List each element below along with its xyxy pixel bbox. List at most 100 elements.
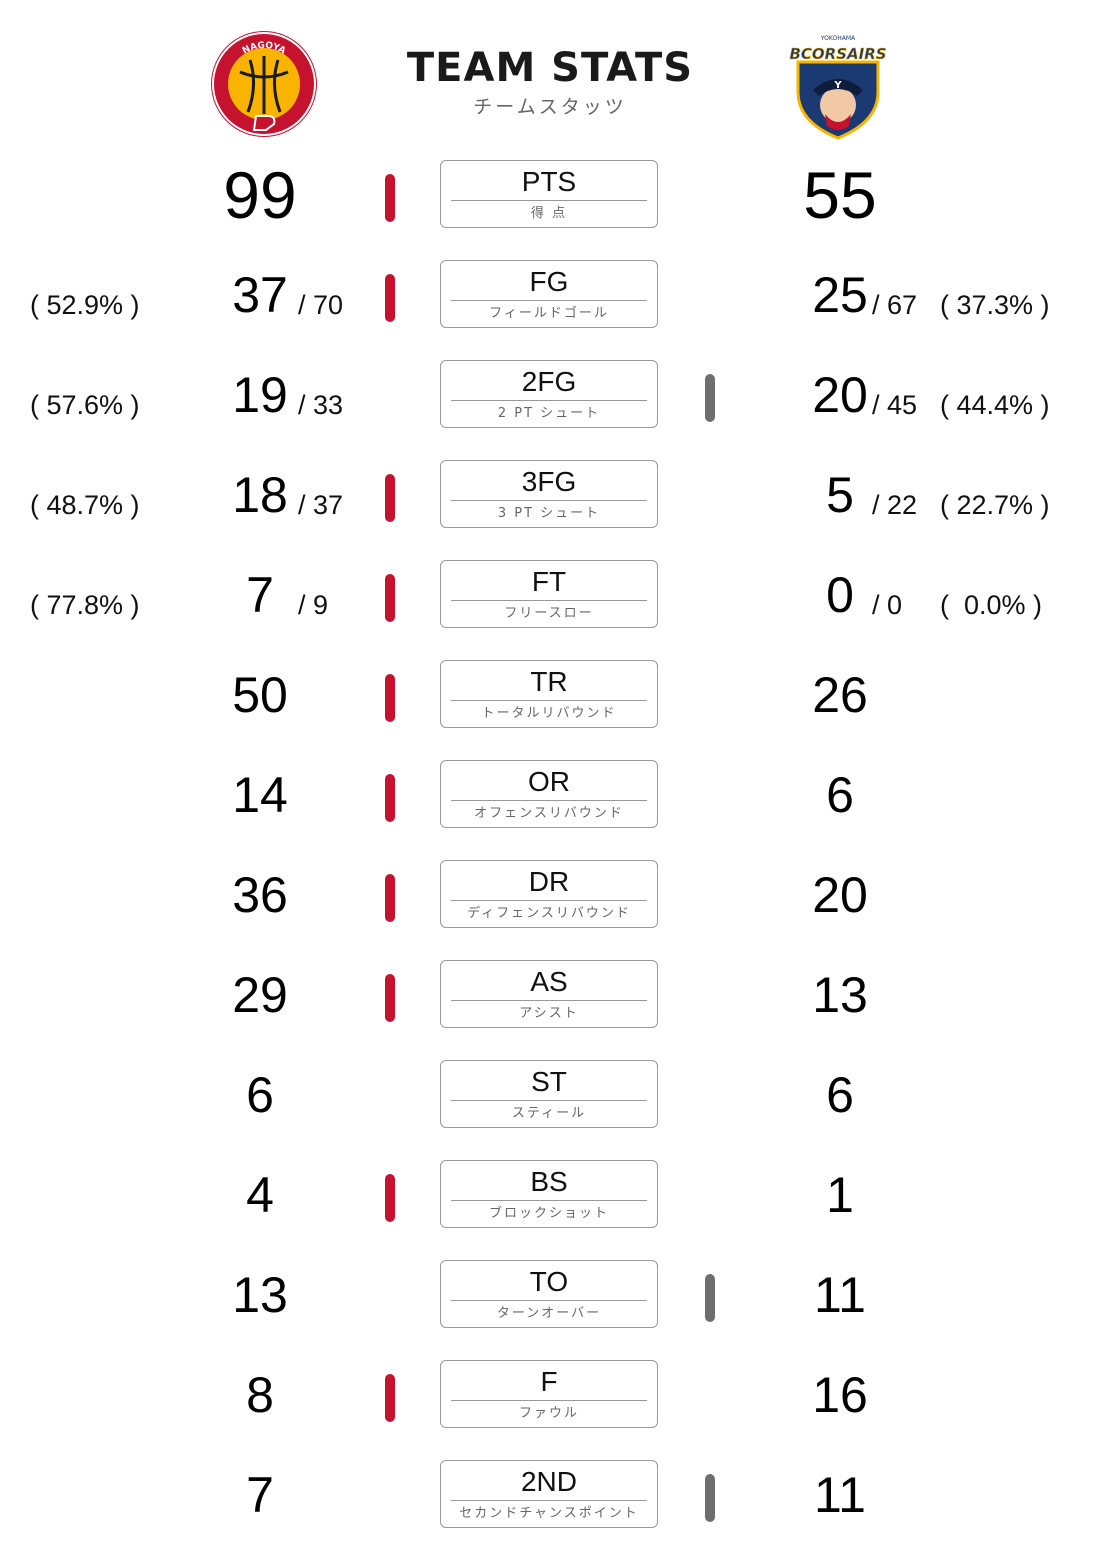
stat-row-pts: 99 PTS 得 点 55: [0, 160, 1100, 260]
label-divider: [451, 500, 647, 501]
stat-row-or: 14 OR オフェンスリバウンド 6: [0, 760, 1100, 860]
home-percentage: ( 52.9% ): [30, 290, 140, 320]
stat-row-tr: 50 TR トータルリバウンド 26: [0, 660, 1100, 760]
label-divider: [451, 200, 647, 201]
away-value: 20: [812, 367, 868, 423]
stat-label-jp: 得 点: [530, 206, 568, 221]
stat-label-jp: セカンドチャンスポイント: [459, 1506, 639, 1521]
label-divider: [451, 400, 647, 401]
stat-label-jp: 3 PT シュート: [497, 506, 601, 521]
stat-label-jp: 2 PT シュート: [497, 406, 601, 421]
nagoya-diamond-dolphins-logo-icon: NAGOYA: [211, 31, 317, 137]
stat-label: BS: [530, 1166, 568, 1197]
away-percentage: ( 44.4% ): [940, 390, 1050, 420]
away-logo-y-text: Y: [833, 80, 842, 91]
home-attempts: / 33: [298, 390, 344, 420]
away-attempts: / 45: [872, 390, 918, 420]
yokohama-b-corsairs-logo-icon: Y BCORSAIRS YOKOHAMA: [789, 35, 887, 140]
stat-label: DR: [528, 866, 570, 897]
home-attempts: / 9: [298, 590, 329, 620]
label-divider: [451, 1400, 647, 1401]
home-attempts: / 70: [298, 290, 344, 320]
home-logo-top-text: NAGOYA: [241, 41, 287, 57]
stat-label-box: TO ターンオーバー: [440, 1260, 658, 1328]
home-leader-bar: [385, 274, 395, 322]
away-leader-bar: [705, 374, 715, 422]
stat-label-jp: ディフェンスリバウンド: [467, 906, 631, 921]
label-divider: [451, 1000, 647, 1001]
away-value: 5: [826, 467, 854, 523]
stat-label-box: TR トータルリバウンド: [440, 660, 658, 728]
label-divider: [451, 1300, 647, 1301]
stat-label: PTS: [521, 166, 577, 197]
stat-label-box: DR ディフェンスリバウンド: [440, 860, 658, 928]
label-divider: [451, 1200, 647, 1201]
home-leader-bar: [385, 974, 395, 1022]
label-divider: [451, 300, 647, 301]
stat-label: OR: [528, 766, 570, 797]
stat-row-ft: ( 77.8% ) 7 / 9 FT フリースロー 0 / 0 ( 0.0% ): [0, 560, 1100, 660]
home-leader-bar: [385, 674, 395, 722]
label-divider: [451, 700, 647, 701]
away-percentage: ( 22.7% ): [940, 490, 1050, 520]
away-percentage: ( 0.0% ): [940, 590, 1043, 620]
stat-row-as: 29 AS アシスト 13: [0, 960, 1100, 1060]
page-title: TEAM STATS: [406, 45, 694, 91]
home-value: 7: [246, 1467, 274, 1523]
stat-label: 2ND: [520, 1466, 577, 1497]
home-percentage: ( 77.8% ): [30, 590, 140, 620]
stat-label-box: ST スティール: [440, 1060, 658, 1128]
stat-label-jp: スティール: [511, 1106, 587, 1121]
stat-label: ST: [531, 1066, 567, 1097]
away-value: 0: [826, 567, 854, 623]
home-attempts: / 37: [298, 490, 344, 520]
label-divider: [451, 1500, 647, 1501]
stat-label-jp: ファウル: [518, 1406, 579, 1421]
away-value: 1: [826, 1167, 854, 1223]
stat-label-box: OR オフェンスリバウンド: [440, 760, 658, 828]
stat-label: FT: [531, 566, 567, 597]
away-value: 25: [812, 267, 868, 323]
label-divider: [451, 800, 647, 801]
away-value: 16: [812, 1367, 868, 1423]
home-value: 14: [232, 767, 288, 823]
stat-label-box: F ファウル: [440, 1360, 658, 1428]
away-value: 11: [814, 1467, 866, 1523]
away-value: 11: [814, 1267, 866, 1323]
stat-label: TO: [529, 1266, 569, 1297]
stat-label: 3FG: [521, 466, 577, 497]
away-logo-top-text: YOKOHAMA: [820, 35, 856, 42]
stat-label: 2FG: [521, 366, 577, 397]
away-logo-main-text: BCORSAIRS: [789, 45, 886, 63]
stat-row-bs: 4 BS ブロックショット 1: [0, 1160, 1100, 1260]
stat-row-3fg: ( 48.7% ) 18 / 37 3FG 3 PT シュート 5 / 22 (…: [0, 460, 1100, 560]
stat-label: TR: [530, 666, 568, 697]
away-value: 20: [812, 867, 868, 923]
stat-label-box: 2ND セカンドチャンスポイント: [440, 1460, 658, 1528]
home-value: 50: [232, 667, 288, 723]
home-leader-bar: [385, 874, 395, 922]
stat-label: F: [540, 1366, 558, 1397]
stat-label-box: FG フィールドゴール: [440, 260, 658, 328]
stat-label-box: PTS 得 点: [440, 160, 658, 228]
away-value: 55: [803, 158, 877, 232]
away-leader-bar: [705, 1274, 715, 1322]
home-leader-bar: [385, 574, 395, 622]
stat-row-dr: 36 DR ディフェンスリバウンド 20: [0, 860, 1100, 960]
stat-label: FG: [529, 266, 569, 297]
home-value: 4: [246, 1167, 274, 1223]
stat-label-box: 3FG 3 PT シュート: [440, 460, 658, 528]
header: NAGOYA TEAM STATS チームスタッツ Y BCORSAIRS YO…: [0, 0, 1100, 150]
away-value: 6: [826, 767, 854, 823]
stat-label-box: FT フリースロー: [440, 560, 658, 628]
away-value: 26: [812, 667, 868, 723]
page-subtitle: チームスタッツ: [473, 96, 627, 118]
home-value: 37: [232, 267, 288, 323]
home-value: 29: [232, 967, 288, 1023]
stat-label-jp: オフェンスリバウンド: [474, 806, 624, 821]
home-value: 13: [232, 1267, 288, 1323]
away-attempts: / 67: [872, 290, 918, 320]
home-value: 6: [246, 1067, 274, 1123]
label-divider: [451, 600, 647, 601]
home-value: 7: [246, 567, 274, 623]
